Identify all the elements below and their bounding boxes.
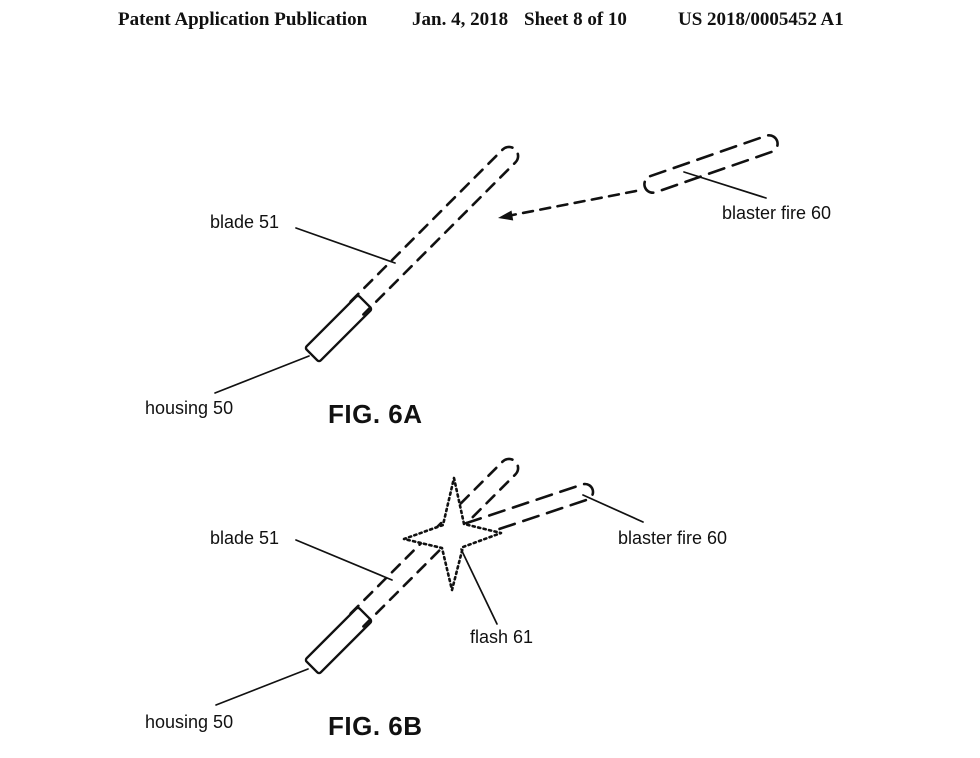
fig6b-blade-leader-line [295,539,393,581]
fig6a-blade-outline [349,145,520,316]
fig6b-caption: FIG. 6B [328,711,423,741]
fig6a-housing-outline [304,294,373,363]
fig6a-drawing [214,133,779,394]
header-publication-date: Jan. 4, 2018 [412,9,509,30]
fig6b-housing-outline [304,606,373,675]
fig6b-housing-label: housing 50 [145,712,234,732]
fig6a-blaster-fire-capsule [643,133,779,195]
fig6a-caption: FIG. 6A [328,399,423,429]
fig6a-blaster-label: blaster fire 60 [722,203,832,223]
fig6a-housing-label: housing 50 [145,398,234,418]
fig6b-blade-label: blade 51 [210,528,280,548]
header-publication-title: Patent Application Publication [118,9,368,30]
fig6a-trajectory-arrow-line [508,189,638,217]
fig6a-blade-leader-line [295,227,396,264]
header-patent-number: US 2018/0005452 A1 [678,9,844,30]
fig6b-drawing [215,457,644,706]
fig6b-flash-label: flash 61 [470,627,534,647]
fig6b-blaster-label: blaster fire 60 [618,528,728,548]
fig6a-trajectory-arrowhead [498,210,514,221]
fig6b-housing-leader-line [215,668,309,706]
header-sheet-number: Sheet 8 of 10 [524,9,627,30]
fig6b-flash-star [402,476,503,592]
fig6b-blade-outline [349,457,520,628]
fig6a-housing-leader-line [214,355,310,394]
fig6a-blade-label: blade 51 [210,212,280,232]
fig6b-flash-leader-line [460,548,498,625]
fig6a-blaster-leader-line [683,171,767,199]
fig6b-blaster-leader-line [582,494,644,523]
fig6b-blaster-fire-capsule [464,482,595,540]
